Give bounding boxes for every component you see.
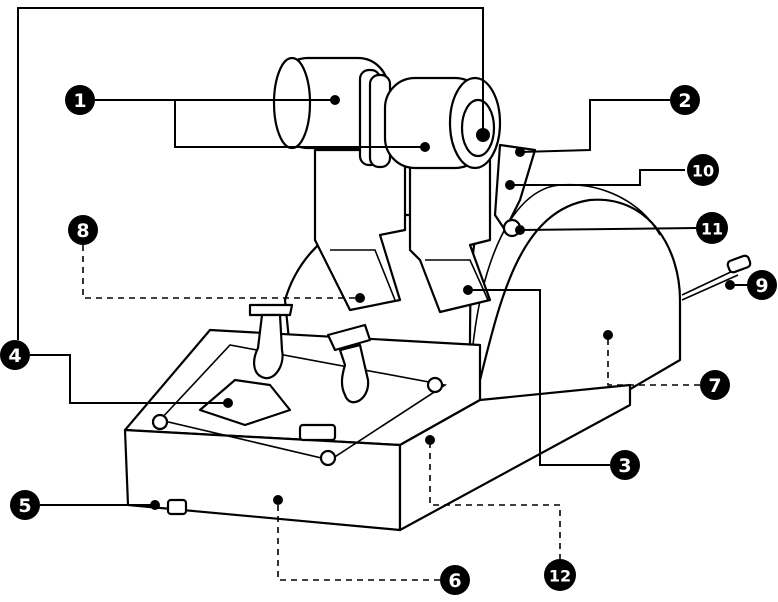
callout-label: 2 <box>678 90 691 112</box>
callout-label: 3 <box>618 455 631 477</box>
callout-9: 9 <box>747 270 777 300</box>
callout-6: 6 <box>440 565 470 595</box>
leader-lines <box>17 7 748 581</box>
callout-7: 7 <box>700 370 730 400</box>
callout-label: 10 <box>692 162 714 181</box>
callout-3: 3 <box>610 450 640 480</box>
callout-label: 11 <box>701 220 723 239</box>
callout-label: 6 <box>448 570 461 592</box>
throttle-housing <box>468 198 682 457</box>
callout-8: 8 <box>68 215 98 245</box>
callout-label: 8 <box>76 220 89 242</box>
callout-11: 11 <box>696 212 728 244</box>
base-side <box>398 383 632 532</box>
callout-1: 1 <box>65 85 95 115</box>
callout-label: 4 <box>8 345 21 367</box>
callout-4: 4 <box>0 340 30 370</box>
callout-label: 5 <box>18 495 31 517</box>
callout-5: 5 <box>10 490 40 520</box>
callout-label: 1 <box>73 90 86 112</box>
right-throttle-lever <box>408 153 492 314</box>
callout-label: 7 <box>708 375 721 397</box>
mini-sticks <box>198 303 372 427</box>
throttle-handles <box>272 56 537 238</box>
callout-label: 12 <box>549 567 571 586</box>
callout-label: 9 <box>755 275 768 297</box>
callout-10: 10 <box>687 154 719 186</box>
throttle-device-drawing <box>123 56 752 532</box>
base-front <box>123 428 402 532</box>
callout-12: 12 <box>544 559 576 591</box>
callout-2: 2 <box>670 85 700 115</box>
usb-cable <box>681 269 739 301</box>
